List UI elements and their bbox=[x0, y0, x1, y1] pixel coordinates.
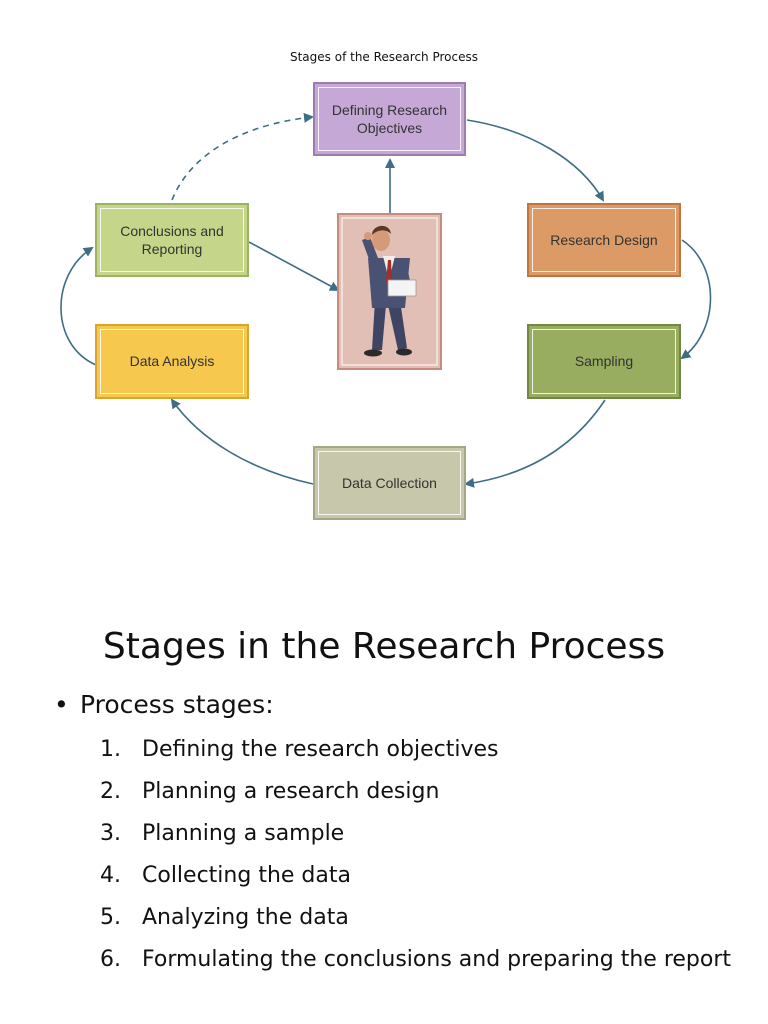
intro-line: • Process stages: bbox=[54, 690, 274, 719]
stage-sampling: Sampling bbox=[527, 324, 681, 399]
slide-title: Stages in the Research Process bbox=[102, 626, 666, 667]
list-text: Planning a sample bbox=[142, 821, 345, 846]
arrow-design-to-sampling bbox=[680, 239, 712, 360]
intro-text: Process stages: bbox=[80, 690, 274, 719]
arrow-analysis-to-conclusions bbox=[60, 246, 97, 366]
arrow-conclusions-to-center bbox=[248, 241, 340, 291]
list-text: Analyzing the data bbox=[142, 905, 349, 930]
list-number: 5. bbox=[100, 905, 121, 930]
list-number: 3. bbox=[100, 821, 121, 846]
list-item: 2. Planning a research design bbox=[100, 774, 740, 810]
stage-label: Data Analysis bbox=[129, 353, 215, 370]
stage-list: 1. Defining the research objectives 2. Pla… bbox=[100, 732, 740, 984]
stage-label: Sampling bbox=[574, 353, 634, 370]
list-number: 1. bbox=[100, 737, 121, 762]
stage-label: Conclusions and Reporting bbox=[120, 222, 224, 257]
stage-data-analysis: Data Analysis bbox=[95, 324, 249, 399]
list-number: 4. bbox=[100, 863, 121, 888]
bullet-glyph: • bbox=[54, 690, 69, 719]
list-text: Defining the research objectives bbox=[142, 737, 499, 762]
arrow-objectives-to-design bbox=[466, 119, 604, 202]
stage-data-collection: Data Collection bbox=[313, 446, 466, 520]
list-number: 2. bbox=[100, 779, 121, 804]
stage-label: Data Collection bbox=[342, 474, 437, 491]
list-item: 3. Planning a sample bbox=[100, 816, 740, 852]
list-number: 6. bbox=[100, 947, 121, 972]
list-text: Planning a research design bbox=[142, 779, 440, 804]
list-item: 6. Formulating the conclusions and prepar… bbox=[100, 942, 740, 978]
arrow-sampling-to-collection bbox=[464, 399, 606, 488]
arrow-conclusions-to-objectives-dashed bbox=[171, 112, 314, 201]
list-item: 1. Defining the research objectives bbox=[100, 732, 740, 768]
stage-research-design: Research Design bbox=[527, 203, 681, 277]
list-text: Formulating the conclusions and preparin… bbox=[142, 947, 732, 972]
stage-conclusions-and-reporting: Conclusions and Reporting bbox=[95, 203, 249, 277]
list-item: 5. Analyzing the data bbox=[100, 900, 740, 936]
stage-defining-research-objectives: Defining Research Objectives bbox=[313, 82, 466, 156]
diagram-title: Stages of the Research Process bbox=[289, 50, 478, 64]
stage-label: Defining Research Objectives bbox=[331, 101, 448, 136]
stage-label: Research Design bbox=[550, 231, 658, 248]
list-text: Collecting the data bbox=[142, 863, 351, 888]
arrow-collection-to-analysis bbox=[170, 398, 314, 485]
list-item: 4. Collecting the data bbox=[100, 858, 740, 894]
research-process-diagram bbox=[60, 112, 712, 488]
businessman-icon bbox=[337, 213, 442, 370]
